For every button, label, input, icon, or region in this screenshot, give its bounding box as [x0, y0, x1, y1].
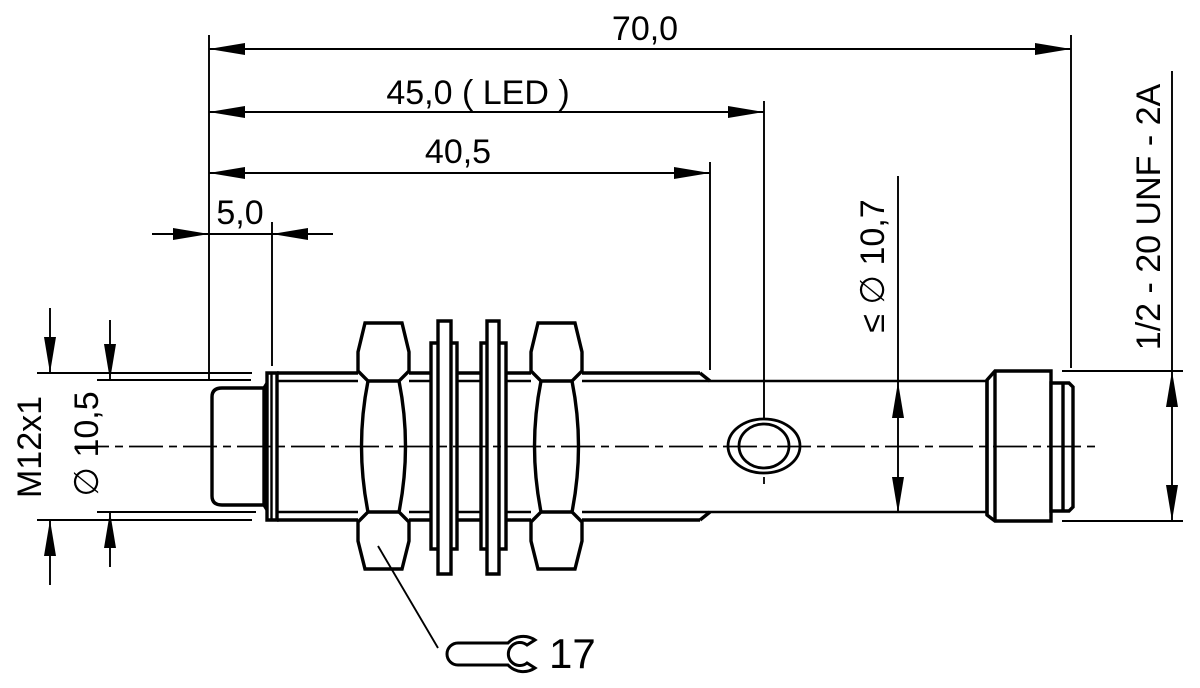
thread-end-chamfer: [698, 371, 712, 522]
dim-label-led-distance: 45,0 ( LED ): [386, 74, 569, 112]
dimension-thread-length: 40,5: [209, 133, 711, 370]
arrowhead-right-outside: [272, 228, 308, 240]
arrowhead-top-inside: [1166, 371, 1178, 407]
arrowhead-left: [209, 167, 245, 179]
dim-label-shaft-diameter: ≤ ∅ 10,7: [854, 199, 892, 332]
arrowhead-left-outside: [173, 228, 209, 240]
thread-major-lines: [277, 371, 700, 522]
dim-label-overall-length: 70,0: [612, 10, 678, 48]
dimension-connector-thread: 1/2 - 20 UNF - 2A: [1062, 71, 1183, 522]
arrowhead-top-inside: [892, 382, 904, 418]
dimension-tip-thread: M12x1: [11, 308, 252, 585]
arrowhead-left: [209, 106, 245, 118]
arrowhead-right: [674, 167, 710, 179]
dim-label-tip-diameter: ∅ 10,5: [68, 391, 106, 496]
arrowhead-right: [728, 106, 764, 118]
dimension-tip-diameter: ∅ 10,5: [68, 320, 256, 567]
hex-nut-1: [356, 321, 411, 571]
dim-label-thread-length: 40,5: [425, 133, 491, 171]
hex-nut-1-facet-lines: [368, 379, 399, 514]
washer-2-plate: [485, 319, 501, 576]
arrowhead-right: [1035, 43, 1071, 55]
thread-minor-and-shaft-lines: [277, 379, 987, 514]
wrench-size-label: 17: [549, 630, 596, 677]
dim-label-tip-length: 5,0: [216, 194, 263, 232]
dim-label-tip-thread: M12x1: [11, 396, 49, 498]
dimension-shaft-diameter: ≤ ∅ 10,7: [854, 176, 904, 513]
arrowhead-bottom-inside: [1166, 485, 1178, 521]
sensor-body: [210, 319, 1075, 576]
wrench-size-callout: 17: [377, 545, 596, 677]
hex-nut-2: [529, 321, 584, 571]
arrowhead-bottom-outside: [44, 520, 56, 556]
arrowhead-left: [209, 43, 245, 55]
arrowhead-top-outside: [44, 337, 56, 373]
dimension-led-distance: 45,0 ( LED ): [209, 74, 765, 484]
dim-label-connector-thread: 1/2 - 20 UNF - 2A: [1130, 83, 1168, 350]
dimension-tip-length: 5,0: [152, 194, 333, 366]
arrowhead-bottom-inside: [892, 477, 904, 513]
dimension-overall-length: 70,0: [208, 10, 1072, 379]
hex-nut-2-facet-lines: [541, 379, 572, 514]
washer-1-plate: [436, 319, 453, 576]
wrench-icon: [445, 634, 538, 674]
arrowhead-bottom-outside: [104, 512, 116, 548]
arrowhead-top-outside: [104, 344, 116, 380]
leader-line: [377, 545, 439, 649]
